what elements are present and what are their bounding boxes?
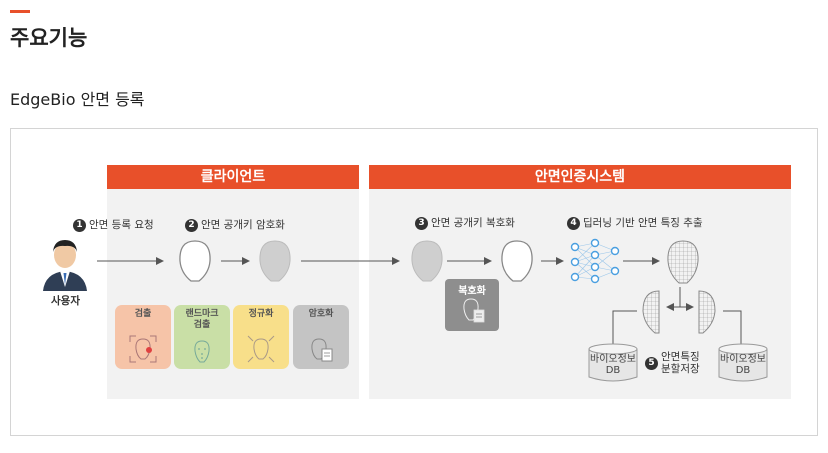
user-icon xyxy=(43,240,87,291)
database-left-line2: DB xyxy=(605,365,621,376)
user-label: 사용자 xyxy=(51,295,80,307)
landmark-card-label-2: 검출 xyxy=(193,320,211,330)
sub-title: EdgeBio 안면 등록 xyxy=(10,90,145,109)
encryption-card: 암호화 xyxy=(293,305,349,369)
mesh-half-face-left-icon xyxy=(642,290,660,334)
flow-arrows xyxy=(97,257,742,347)
step-5-label: 5 안면특징 분할저장 xyxy=(645,351,700,375)
section-title: 주요기능 xyxy=(10,26,88,50)
step-5-line2: 분할저장 xyxy=(661,363,700,375)
normalization-card: 정규화 xyxy=(233,305,289,369)
step-4-text: 딥러닝 기반 안면 특징 추출 xyxy=(583,217,703,229)
step-5-line1: 안면특징 xyxy=(661,351,700,363)
decrypted-face-icon xyxy=(501,240,533,282)
database-left-label: 바이오정보 DB xyxy=(587,354,639,376)
normalization-icon xyxy=(247,335,275,363)
step-3-text: 안면 공개키 복호화 xyxy=(431,217,515,229)
step-2-number: 2 xyxy=(185,218,198,232)
accent-bar xyxy=(10,10,30,13)
step-1-number: 1 xyxy=(73,218,86,232)
client-header: 클라이언트 xyxy=(107,165,359,189)
encryption-icon xyxy=(311,338,333,362)
step-2-text: 안면 공개키 암호화 xyxy=(201,219,285,231)
normalization-card-label: 정규화 xyxy=(248,309,274,319)
mesh-half-face-right-icon xyxy=(698,290,716,334)
detection-card: 검출 xyxy=(115,305,171,369)
encrypted-face-icon xyxy=(259,240,291,282)
database-left-line1: 바이오정보 xyxy=(590,354,636,365)
step-3-number: 3 xyxy=(415,216,428,230)
step-5-number: 5 xyxy=(645,357,658,370)
mesh-face-icon xyxy=(667,240,699,284)
decryption-icon xyxy=(463,298,485,323)
database-right-line2: DB xyxy=(735,365,751,376)
database-right-label: 바이오정보 DB xyxy=(717,354,769,376)
detection-card-label: 검출 xyxy=(134,309,152,319)
landmark-icon xyxy=(194,340,210,363)
decryption-box: 복호화 xyxy=(445,279,499,331)
landmark-card: 랜드마크 검출 xyxy=(174,305,230,369)
system-header: 안면인증시스템 xyxy=(369,165,791,189)
received-face-icon xyxy=(411,240,443,282)
step-4-number: 4 xyxy=(567,216,580,230)
face-outline-icon xyxy=(179,240,211,282)
neural-network-icon xyxy=(570,238,620,284)
encryption-card-label: 암호화 xyxy=(308,309,334,319)
face-detection-icon xyxy=(129,335,157,363)
decryption-box-label: 복호화 xyxy=(458,286,486,297)
database-right-icon xyxy=(718,343,768,382)
landmark-card-label-1: 랜드마크 xyxy=(185,309,219,319)
step-1-text: 안면 등록 요청 xyxy=(89,219,154,231)
database-left-icon xyxy=(588,343,638,382)
database-right-line1: 바이오정보 xyxy=(720,354,766,365)
